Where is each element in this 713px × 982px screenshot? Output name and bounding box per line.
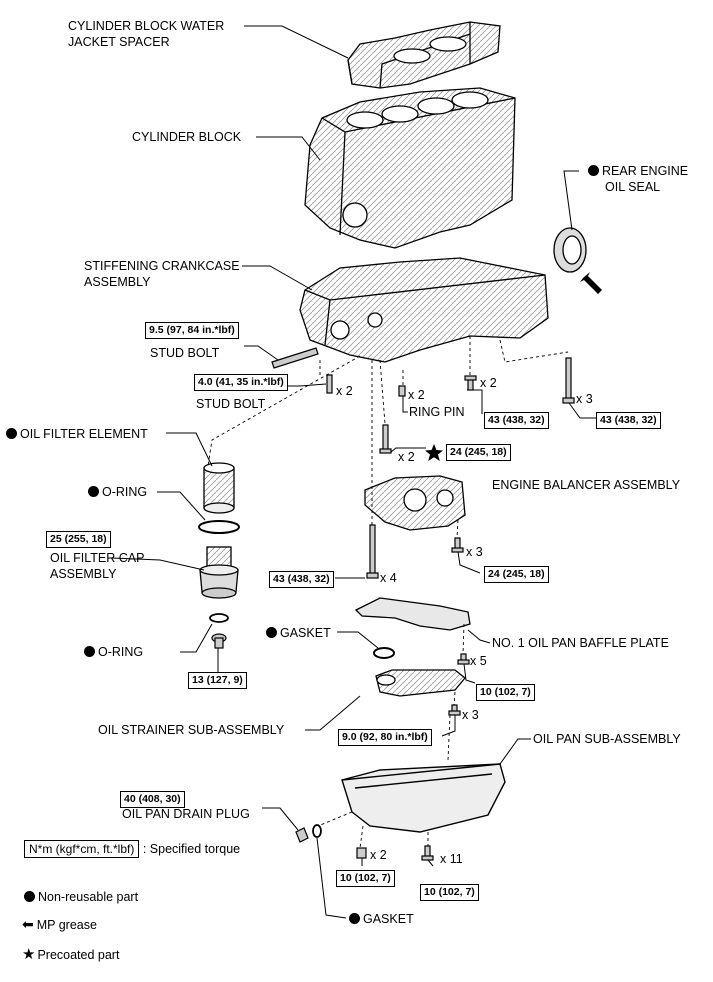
strainer-gasket-part <box>373 647 395 659</box>
filter-union-part <box>211 633 227 649</box>
torque-long-bolts: 43 (438, 32) <box>269 571 334 588</box>
oil-pan-part <box>341 763 506 833</box>
torque-pan-bolts: 10 (102, 7) <box>420 884 479 901</box>
drain-plug-part <box>295 827 309 843</box>
count-baffle-bolts: x 5 <box>470 654 487 668</box>
legend-precoated: ★Precoated part <box>22 946 120 963</box>
torque-crankcase-a: 43 (438, 32) <box>484 412 549 429</box>
count-balancer-precoat: x 2 <box>398 450 415 464</box>
non-reusable-dot-icon <box>266 627 277 638</box>
label-gasket-2: GASKET <box>349 911 414 927</box>
label-cylinder-block: CYLINDER BLOCK <box>132 130 242 144</box>
mp-grease-arrow <box>580 272 602 294</box>
non-reusable-dot-icon <box>88 486 99 497</box>
fastener-shapes <box>271 347 575 861</box>
oil-strainer-part <box>375 669 466 697</box>
label-engine-balancer: ENGINE BALANCER ASSEMBLY <box>492 478 681 492</box>
label-drain-plug: OIL PAN DRAIN PLUG <box>122 807 250 821</box>
count-crankcase-b: x 3 <box>576 392 593 406</box>
torque-drain-plug: 40 (408, 30) <box>120 791 185 808</box>
label-oil-strainer: OIL STRAINER SUB-ASSEMBLY <box>98 723 285 737</box>
count-stud-bolt-2: x 2 <box>336 384 353 398</box>
non-reusable-dot-icon <box>6 428 17 439</box>
count-ring-pin: x 2 <box>408 388 425 402</box>
torque-filter-cap: 25 (255, 18) <box>46 531 111 548</box>
label-baffle-plate: NO. 1 OIL PAN BAFFLE PLATE <box>492 636 669 650</box>
torque-crankcase-b: 43 (438, 32) <box>596 412 661 429</box>
drain-plug-gasket-part <box>312 824 322 838</box>
label-oil-pan: OIL PAN SUB-ASSEMBLY <box>533 732 681 746</box>
legend-mp-grease: ⬅MP grease <box>22 916 97 932</box>
engine-balancer-part <box>364 475 466 531</box>
torque-pan-nuts: 10 (102, 7) <box>336 870 395 887</box>
left-arrow-icon: ⬅ <box>22 916 34 932</box>
star-icon: ★ <box>22 946 36 963</box>
non-reusable-dot-icon <box>349 913 360 924</box>
alignment-dashed-lines <box>207 336 569 849</box>
count-crankcase-a: x 2 <box>480 376 497 390</box>
filled-circle-icon <box>24 891 35 902</box>
torque-balancer-precoat: 24 (245, 18) <box>446 444 511 461</box>
legend-non-reusable: Non-reusable part <box>24 890 138 904</box>
count-pan-nuts: x 2 <box>370 848 387 862</box>
count-pan-bolts: x 11 <box>440 852 463 866</box>
oil-filter-cap-part <box>199 546 239 599</box>
label-rear-engine-oil-seal: REAR ENGINE OIL SEAL <box>588 163 688 195</box>
o-ring-large-part <box>198 520 240 534</box>
o-ring-small-part <box>209 613 229 623</box>
legend-torque: N*m (kgf*cm, ft.*lbf) : Specified torque <box>24 840 241 858</box>
rear-engine-oil-seal-part <box>553 227 587 273</box>
label-o-ring-2: O-RING <box>84 644 143 660</box>
count-balancer-bolts: x 3 <box>466 545 483 559</box>
label-oil-filter-element: OIL FILTER ELEMENT <box>6 426 148 442</box>
precoated-star-marker <box>425 444 443 461</box>
torque-strainer-bolts: 9.0 (92, 80 in.*lbf) <box>338 729 432 746</box>
legend-torque-box: N*m (kgf*cm, ft.*lbf) <box>24 840 140 858</box>
water-jacket-spacer-part <box>347 21 501 89</box>
oil-pan-baffle-plate-part <box>354 597 471 631</box>
count-strainer-bolts: x 3 <box>462 708 479 722</box>
torque-baffle-bolts: 10 (102, 7) <box>476 684 535 701</box>
label-gasket-1: GASKET <box>266 625 331 641</box>
leader-lines <box>111 25 596 919</box>
cylinder-block-part <box>304 87 516 249</box>
label-stud-bolt-1: STUD BOLT <box>150 346 220 360</box>
torque-stud-bolt-1: 9.5 (97, 84 in.*lbf) <box>145 322 239 339</box>
oil-filter-element-part <box>203 462 235 514</box>
torque-balancer-bolts: 24 (245, 18) <box>484 566 549 583</box>
legend-torque-text: : Specified torque <box>142 842 241 856</box>
count-long-bolts: x 4 <box>380 571 397 585</box>
torque-stud-bolt-2: 4.0 (41, 35 in.*lbf) <box>194 374 288 391</box>
torque-filter-union: 13 (127, 9) <box>188 672 247 689</box>
stiffening-crankcase-part <box>299 257 549 363</box>
label-stud-bolt-2: STUD BOLT <box>196 397 266 411</box>
non-reusable-dot-icon <box>588 165 599 176</box>
label-ring-pin: RING PIN <box>409 405 465 419</box>
label-o-ring-1: O-RING <box>88 484 147 500</box>
non-reusable-dot-icon <box>84 646 95 657</box>
